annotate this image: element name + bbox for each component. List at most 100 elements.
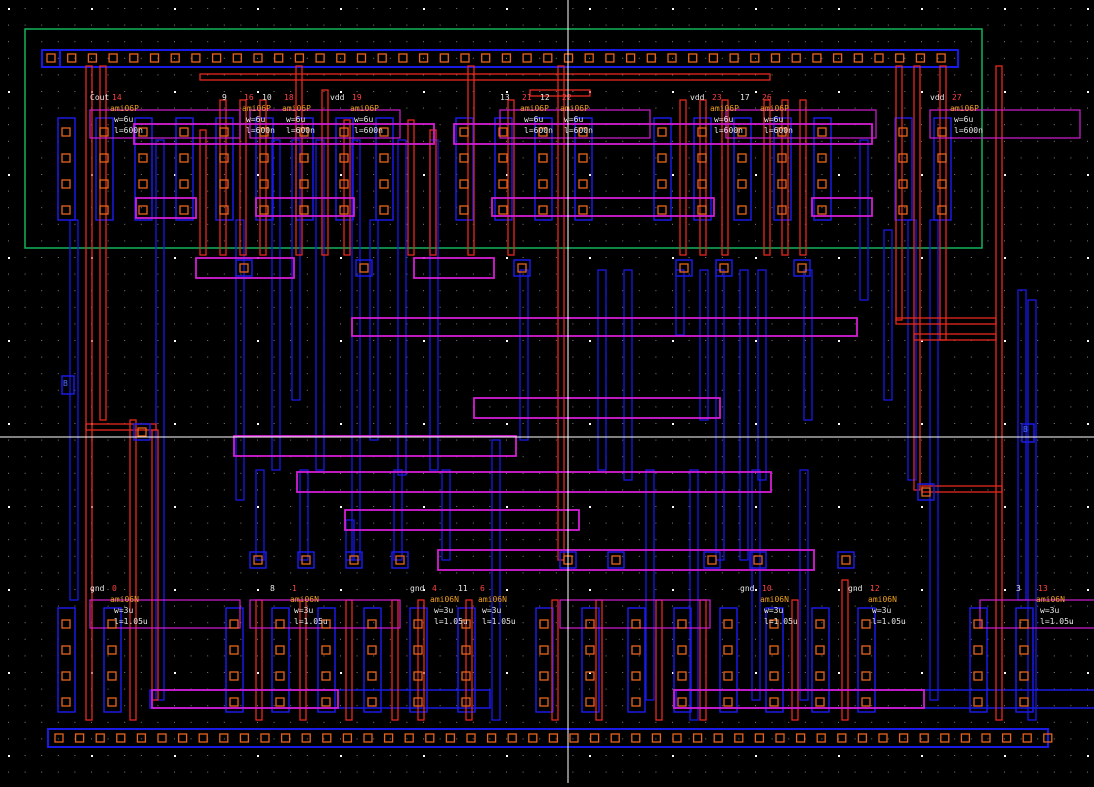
nmos-name-label: 3 bbox=[1016, 584, 1021, 593]
diff-contact bbox=[61, 671, 71, 681]
metal2-wire bbox=[655, 599, 663, 721]
pmos-diffusion bbox=[894, 117, 913, 221]
diff-contact bbox=[461, 697, 471, 707]
pmos-w-label: w=6u bbox=[286, 115, 305, 124]
poly-gate-region bbox=[979, 599, 1094, 629]
diff-contact bbox=[817, 205, 827, 215]
rail-contact bbox=[301, 733, 311, 743]
via-cut bbox=[707, 555, 717, 565]
rail-contact bbox=[589, 733, 600, 743]
diff-contact bbox=[299, 153, 309, 163]
diff-contact bbox=[61, 153, 71, 163]
rail-contact bbox=[832, 53, 843, 63]
diff-contact bbox=[777, 179, 787, 189]
nmos-name-label: gnd bbox=[90, 584, 105, 593]
diff-contact bbox=[367, 645, 377, 655]
diff-contact bbox=[937, 205, 947, 215]
diff-contact bbox=[815, 619, 825, 629]
diff-contact bbox=[578, 127, 588, 137]
diff-contact bbox=[631, 671, 641, 681]
diff-contact bbox=[61, 179, 71, 189]
metal2-strap bbox=[895, 317, 997, 325]
diff-contact bbox=[777, 127, 787, 137]
rail-contact bbox=[729, 53, 739, 63]
pmos-diffusion bbox=[653, 117, 672, 221]
diff-contact bbox=[657, 127, 667, 137]
diff-contact bbox=[99, 127, 109, 137]
diff-contact bbox=[861, 645, 871, 655]
metal1-wire bbox=[315, 139, 325, 471]
diff-contact bbox=[275, 645, 285, 655]
nmos-w-label: w=3u bbox=[482, 606, 501, 615]
diff-contact bbox=[339, 179, 349, 189]
pmos-w-label: w=6u bbox=[954, 115, 973, 124]
metal1-strap bbox=[61, 375, 75, 395]
diff-contact bbox=[677, 671, 687, 681]
poly-bar bbox=[351, 317, 858, 337]
nmos-l-label: l=1.05u bbox=[764, 617, 798, 626]
rail-contact bbox=[425, 733, 435, 743]
metal2-wire bbox=[295, 65, 303, 256]
poly-bar bbox=[413, 257, 495, 279]
nmos-l-label: l=1.05u bbox=[114, 617, 148, 626]
metal2-wire bbox=[841, 579, 849, 721]
pmos-diffusion bbox=[175, 117, 194, 221]
metal2-wire bbox=[995, 65, 1003, 721]
diff-contact bbox=[379, 205, 389, 215]
diff-contact bbox=[498, 179, 508, 189]
pmos-index-label: 23 bbox=[712, 93, 722, 102]
nmos-diffusion bbox=[225, 607, 244, 713]
rail-contact bbox=[981, 733, 991, 743]
poly-bar bbox=[133, 123, 435, 145]
pmos-name-label: 17 bbox=[740, 93, 750, 102]
diff-contact bbox=[777, 153, 787, 163]
nmos-diffusion bbox=[103, 607, 122, 713]
metal1-wire bbox=[345, 519, 355, 561]
diff-contact bbox=[219, 127, 229, 137]
diff-contact bbox=[861, 619, 871, 629]
metal1-wire bbox=[351, 139, 361, 561]
rail-contact bbox=[54, 733, 64, 743]
pmos-index-label: 26 bbox=[762, 93, 772, 102]
rail-contact bbox=[439, 53, 449, 63]
diff-contact bbox=[769, 671, 779, 681]
pmos-l-label: l=600n bbox=[564, 126, 593, 135]
pmos-diffusion bbox=[693, 117, 712, 221]
diff-contact bbox=[61, 619, 71, 629]
diff-contact bbox=[229, 697, 239, 707]
diff-contact bbox=[1019, 619, 1029, 629]
rail-contact bbox=[157, 733, 167, 743]
metal2-wire bbox=[799, 99, 807, 256]
pmos-model-label: ami06P bbox=[242, 104, 271, 113]
pmos-diffusion bbox=[255, 117, 274, 221]
metal2-wire bbox=[763, 99, 771, 256]
nmos-l-label: l=1.05u bbox=[872, 617, 906, 626]
diff-contact bbox=[379, 179, 389, 189]
diff-contact bbox=[539, 645, 549, 655]
nmos-diffusion bbox=[271, 607, 290, 713]
diff-contact bbox=[461, 645, 471, 655]
nmos-diffusion bbox=[57, 607, 76, 713]
poly-bar bbox=[673, 689, 925, 709]
rail-contact bbox=[232, 53, 242, 63]
metal2-wire bbox=[85, 65, 93, 721]
rail-contact bbox=[688, 53, 698, 63]
pmos-name-label: vdd bbox=[930, 93, 945, 102]
pmos-w-label: w=6u bbox=[714, 115, 733, 124]
metal2-wire bbox=[129, 419, 137, 721]
nmos-index-label: 13 bbox=[1038, 584, 1048, 593]
pmos-index-label: 19 bbox=[352, 93, 362, 102]
metal2-wire bbox=[699, 599, 707, 721]
rail-contact bbox=[211, 53, 222, 63]
rail-contact bbox=[584, 53, 594, 63]
rail-contact bbox=[915, 53, 926, 63]
poly-gate-region bbox=[929, 109, 1081, 139]
pmos-l-label: l=600n bbox=[114, 126, 143, 135]
rail-contact bbox=[940, 733, 950, 743]
metal2-wire bbox=[259, 99, 267, 256]
rail-contact bbox=[219, 733, 229, 743]
rail-contact bbox=[543, 53, 553, 63]
